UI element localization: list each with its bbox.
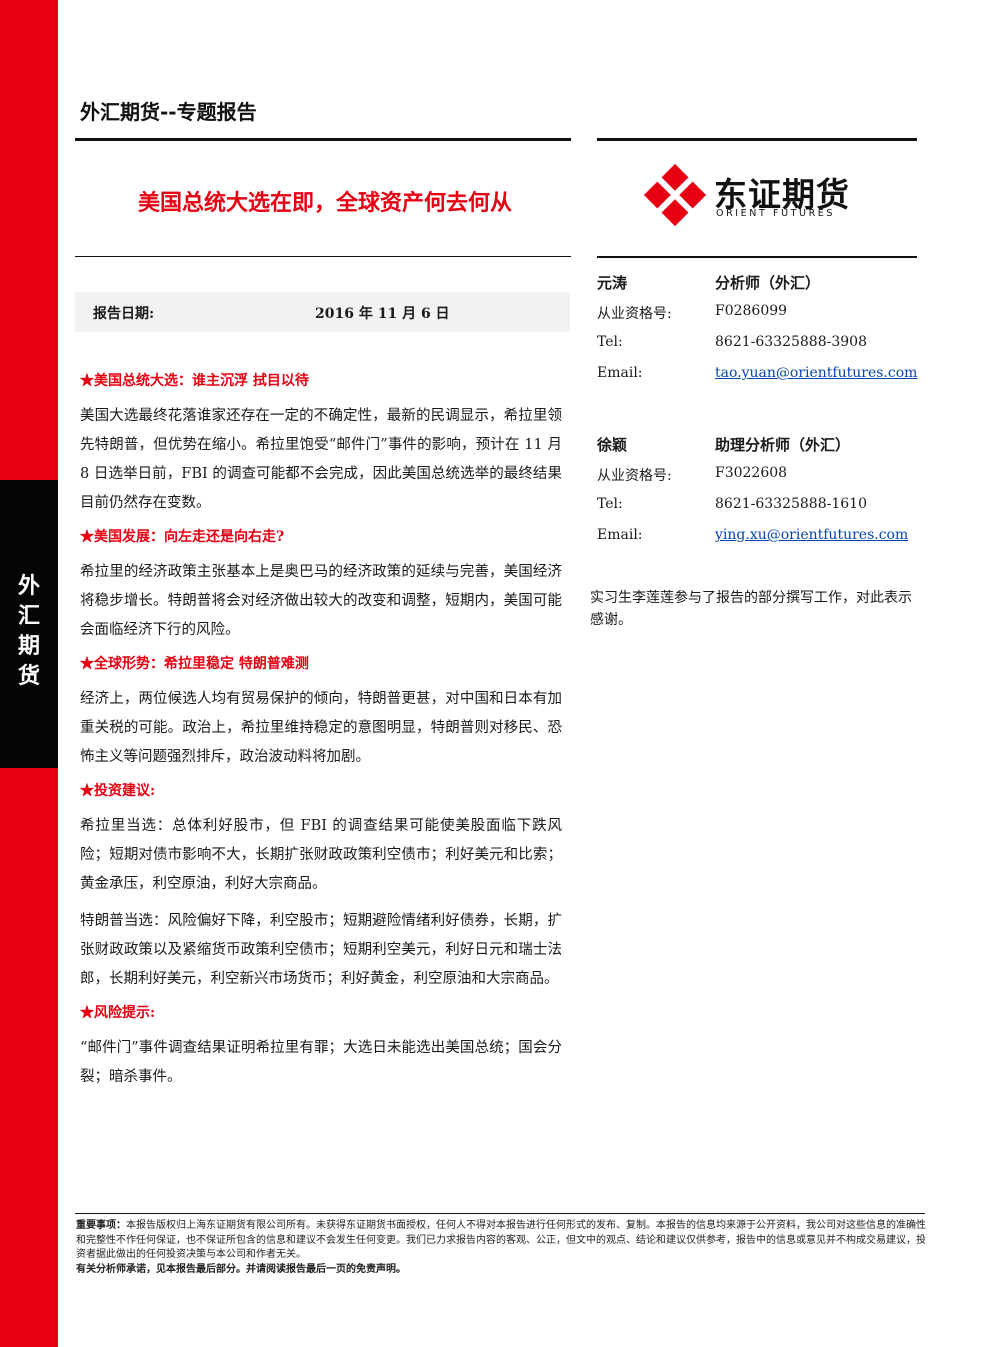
analyst-name: 元涛 xyxy=(597,274,628,292)
email-link[interactable]: ying.xu@orientfutures.com xyxy=(715,527,909,543)
acknowledgement: 实习生李莲莲参与了报告的部分撰写工作，对此表示感谢。 xyxy=(590,590,912,628)
section: ★美国发展：向左走还是向右走? 希拉里的经济政策主张基本上是奥巴马的经济政策的延… xyxy=(80,526,562,645)
side-tab-char: 汇 xyxy=(17,604,40,629)
disclaimer-body: 本报告版权归上海东证期货有限公司所有。未获得东证期货书面授权，任何人不得对本报告… xyxy=(76,1220,926,1260)
section-paragraph: 特朗普当选：风险偏好下降，利空股市；短期避险情绪利好债券，长期，扩张财政政策以及… xyxy=(80,913,562,987)
info-value: F0286099 xyxy=(715,303,788,319)
report-title: 美国总统大选在即，全球资产何去何从 xyxy=(137,191,512,216)
top-rule-right xyxy=(597,138,917,141)
analyst-name: 徐颖 xyxy=(597,436,628,454)
section-paragraph: 美国大选最终花落谁家还存在一定的不确定性，最新的民调显示，希拉里领先特朗普，但优… xyxy=(80,408,562,511)
analyst-role: 分析师（外汇） xyxy=(715,274,821,292)
info-label: Tel: xyxy=(597,334,623,350)
side-tab-char: 外 xyxy=(17,574,40,599)
section: ★美国总统大选：谁主沉浮 拭目以待 美国大选最终花落谁家还存在一定的不确定性，最… xyxy=(80,370,562,518)
info-value: 8621-63325888-3908 xyxy=(715,334,867,350)
analyst-info-row: Email: ying.xu@orientfutures.com xyxy=(597,521,917,552)
section-title: ★美国发展：向左走还是向右走? xyxy=(80,529,285,545)
analyst-card: 徐颖 助理分析师（外汇） 从业资格号: F3022608 Tel: 8621-6… xyxy=(597,428,917,552)
logo-mark-icon xyxy=(643,163,707,227)
section-paragraph: 希拉里当选：总体利好股市，但 FBI 的调查结果可能使美股面临下跌风险；短期对债… xyxy=(80,818,562,892)
analyst-info-row: Tel: 8621-63325888-3908 xyxy=(597,328,917,359)
company-logo: 东证期货 ORIENT FUTURES xyxy=(640,160,880,230)
footer-rule xyxy=(75,1213,925,1214)
info-value: F3022608 xyxy=(715,465,788,481)
logo-name-en: ORIENT FUTURES xyxy=(716,208,836,219)
section-title: ★风险提示: xyxy=(80,1005,156,1021)
analyst-info-row: 从业资格号: F3022608 xyxy=(597,459,917,490)
disclaimer: 重要事项：本报告版权归上海东证期货有限公司所有。未获得东证期货书面授权，任何人不… xyxy=(76,1219,926,1277)
document-type: 外汇期货--专题报告 xyxy=(80,100,257,124)
analyst-info-row: Email: tao.yuan@orientfutures.com xyxy=(597,359,917,390)
analyst-header: 元涛 分析师（外汇） xyxy=(597,266,917,297)
info-label: Email: xyxy=(597,527,643,543)
section-paragraph: 经济上，两位候选人均有贸易保护的倾向，特朗普更甚，对中国和日本有加重关税的可能。… xyxy=(80,691,562,765)
info-label: 从业资格号: xyxy=(597,306,672,322)
side-tab-char: 货 xyxy=(17,664,40,689)
analyst-info-row: 从业资格号: F0286099 xyxy=(597,297,917,328)
section: ★投资建议: 希拉里当选：总体利好股市，但 FBI 的调查结果可能使美股面临下跌… xyxy=(80,780,562,994)
title-rule xyxy=(75,256,571,257)
analyst-role: 助理分析师（外汇） xyxy=(715,436,851,454)
report-date-value: 2016 年 11 月 6 日 xyxy=(315,306,450,322)
info-value: 8621-63325888-1610 xyxy=(715,496,867,512)
analyst-card: 元涛 分析师（外汇） 从业资格号: F0286099 Tel: 8621-633… xyxy=(597,266,917,390)
logo-name-cn: 东证期货 xyxy=(714,175,850,214)
info-label: 从业资格号: xyxy=(597,468,672,484)
side-tab-char: 期 xyxy=(17,634,40,659)
analyst-header: 徐颖 助理分析师（外汇） xyxy=(597,428,917,459)
email-link[interactable]: tao.yuan@orientfutures.com xyxy=(715,365,918,381)
report-date-label: 报告日期: xyxy=(93,306,155,322)
section: ★全球形势：希拉里稳定 特朗普难测 经济上，两位候选人均有贸易保护的倾向，特朗普… xyxy=(80,653,562,772)
analyst-info-row: Tel: 8621-63325888-1610 xyxy=(597,490,917,521)
disclaimer-note: 有关分析师承诺，见本报告最后部分。并请阅读报告最后一页的免责声明。 xyxy=(76,1263,406,1275)
report-date-bar: 报告日期: 2016 年 11 月 6 日 xyxy=(75,292,570,332)
side-category-tab: 外 汇 期 货 xyxy=(0,480,58,768)
section-title: ★全球形势：希拉里稳定 特朗普难测 xyxy=(80,656,309,672)
info-label: Tel: xyxy=(597,496,623,512)
section-title: ★美国总统大选：谁主沉浮 拭目以待 xyxy=(80,373,309,389)
analyst-rule xyxy=(597,256,917,258)
section: ★风险提示: “邮件门”事件调查结果证明希拉里有罪；大选日未能选出美国总统；国会… xyxy=(80,1002,562,1092)
info-label: Email: xyxy=(597,365,643,381)
top-rule-left xyxy=(75,138,571,141)
section-paragraph: “邮件门”事件调查结果证明希拉里有罪；大选日未能选出美国总统；国会分裂；暗杀事件… xyxy=(80,1040,562,1085)
section-title: ★投资建议: xyxy=(80,783,156,799)
summary-content: ★美国总统大选：谁主沉浮 拭目以待 美国大选最终花落谁家还存在一定的不确定性，最… xyxy=(80,370,562,1100)
section-paragraph: 希拉里的经济政策主张基本上是奥巴马的经济政策的延续与完善，美国经济将稳步增长。特… xyxy=(80,564,562,638)
disclaimer-label: 重要事项： xyxy=(76,1220,126,1231)
